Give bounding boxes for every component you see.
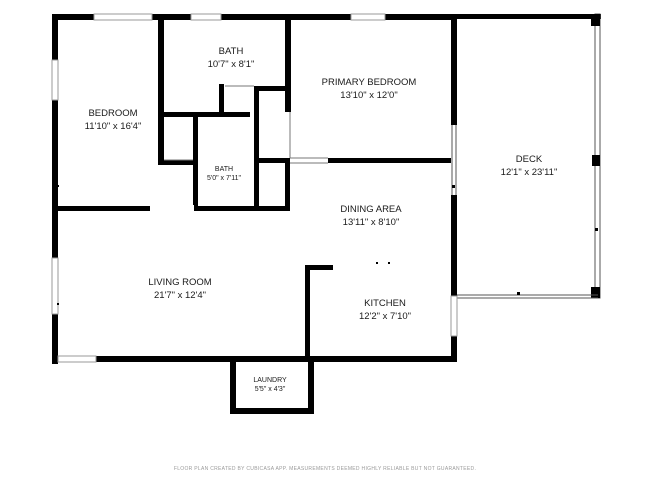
room-deck: DECK 12'1" x 23'11" — [501, 154, 558, 180]
room-name: BATH — [218, 46, 244, 57]
room-bath-main: BATH 10'7" x 8'1" — [208, 46, 255, 72]
room-laundry: LAUNDRY 5'5" x 4'3" — [253, 376, 286, 395]
room-name: DINING AREA — [340, 204, 402, 215]
floor-plan-disclaimer: FLOOR PLAN CREATED BY CUBICASA APP. MEAS… — [173, 466, 477, 472]
room-dimensions: 5'0" x 7'11" — [207, 175, 241, 183]
room-dimensions: 13'11" x 8'10" — [342, 216, 400, 228]
windows — [51, 13, 458, 363]
room-name: BATH — [214, 166, 234, 173]
deck — [451, 13, 601, 299]
room-name: LIVING ROOM — [148, 277, 212, 288]
room-name: LAUNDRY — [253, 377, 287, 384]
room-living-room: LIVING ROOM 21'7" x 12'4" — [148, 277, 211, 303]
room-bedroom: BEDROOM 11'10" x 16'4" — [85, 108, 142, 134]
room-bath-small: BATH 5'0" x 7'11" — [207, 165, 241, 184]
room-dimensions: 5'5" x 4'3" — [254, 386, 286, 394]
room-dimensions: 12'1" x 23'11" — [500, 166, 558, 178]
room-dimensions: 12'2" x 7'10" — [358, 310, 412, 322]
room-dimensions: 13'10" x 12'0" — [340, 89, 398, 101]
interior-walls — [52, 18, 456, 362]
room-kitchen: KITCHEN 12'2" x 7'10" — [359, 298, 411, 324]
room-primary-bedroom: PRIMARY BEDROOM 13'10" x 12'0" — [322, 77, 417, 103]
room-dimensions: 10'7" x 8'1" — [207, 58, 255, 70]
room-dimensions: 21'7" x 12'4" — [153, 289, 207, 301]
room-name: BEDROOM — [88, 108, 138, 119]
room-name: PRIMARY BEDROOM — [321, 77, 417, 88]
room-dimensions: 11'10" x 16'4" — [84, 120, 142, 132]
room-dining-area: DINING AREA 13'11" x 8'10" — [340, 204, 401, 230]
room-name: KITCHEN — [364, 298, 406, 309]
room-name: DECK — [515, 154, 543, 165]
door-jambs — [164, 85, 328, 164]
openings — [150, 158, 328, 212]
wall-ticks — [57, 158, 598, 358]
